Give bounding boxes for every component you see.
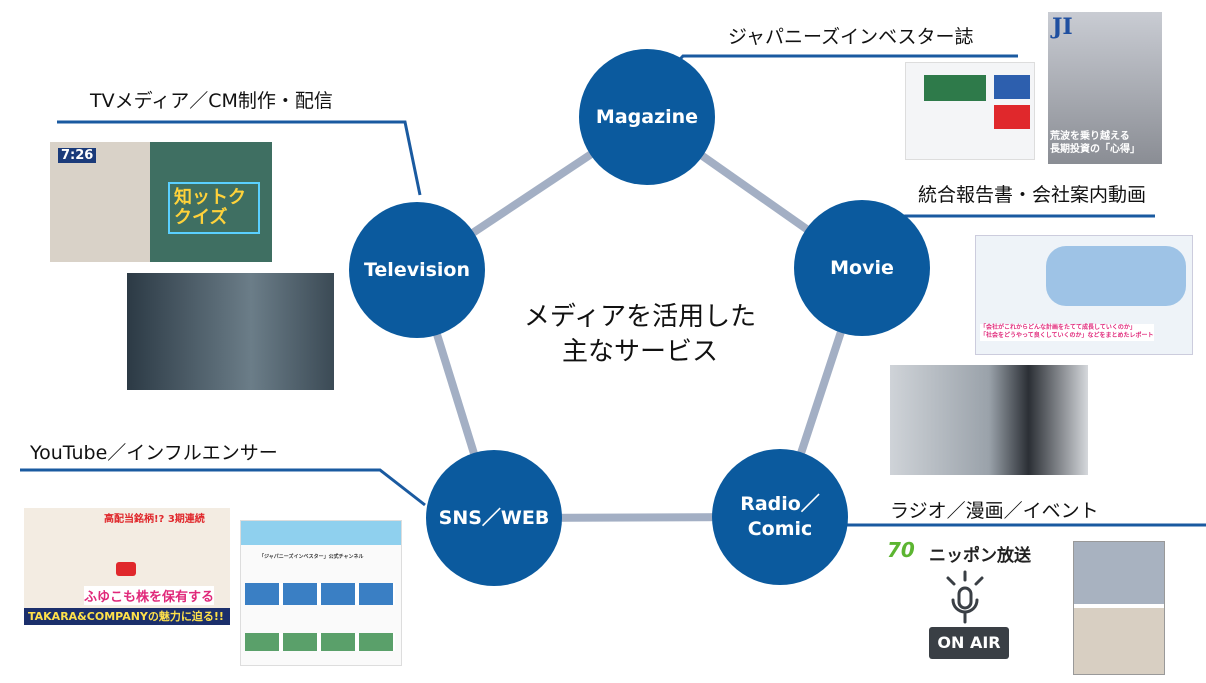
headline-line2: 長期投資の「心得」 [1050, 144, 1140, 155]
manga-image [1073, 541, 1165, 675]
tv-quiz-title: 知ットククイズ [168, 182, 260, 234]
node-comic-label: Comic [747, 518, 813, 540]
youtube-channel-screenshot: 「ジャパニーズインベスター」公式チャンネル [240, 520, 402, 666]
youtube-catch: ふゆこも株を保有する [84, 586, 215, 605]
television-circle [349, 202, 485, 338]
magazine-headline: 荒波を乗り越える長期投資の「心得」 [1050, 130, 1140, 156]
leader-youtube [20, 468, 426, 507]
nippon-broadcasting-logo: 70 ニッポン放送 [887, 538, 1047, 566]
channel-title: 「ジャパニーズインベスター」公式チャンネル [259, 554, 364, 560]
center-title-line1: メディアを活用した [523, 302, 757, 332]
node-television: Television [363, 258, 471, 281]
report-caption-line2: 「社会をどうやって良くしていくのか」などをまとめたレポート [980, 332, 1154, 340]
magazine-logo: JI [1052, 14, 1073, 40]
node-sns-web: SNS／WEB [438, 506, 550, 529]
label-magazine: ジャパニーズインベスター誌 [728, 26, 974, 48]
sns-web-circle [426, 450, 562, 586]
node-radio-comic: Radio／ Comic [712, 449, 848, 585]
tv-quiz-image: 7:26 知ットククイズ [50, 142, 272, 262]
youtube-thumbnail: 高配当銘柄!? 3期連続 ふゆこも株を保有する TAKARA&COMPANYの魅… [24, 508, 230, 625]
radio-station-name: ニッポン放送 [929, 546, 1031, 566]
anniversary-mark: 70 [887, 538, 915, 562]
node-movie: Movie [830, 256, 894, 279]
report-caption-line1: 「会社がこれからどんな計画をたてて成長していくのか」 [980, 324, 1136, 331]
on-air-badge: ON AIR [929, 627, 1009, 659]
company-video-image [890, 365, 1088, 475]
radio-comic-circle [712, 449, 848, 585]
leader-lines [20, 54, 1206, 527]
leader-tv [57, 120, 422, 196]
website-screenshot [905, 62, 1035, 160]
movie-circle [794, 200, 930, 336]
youtube-top-text: 高配当銘柄!? 3期連続 [104, 514, 205, 525]
microphone-icon [946, 570, 984, 624]
node-magazine: Magazine [595, 105, 699, 128]
integrated-report-image: 「会社がこれからどんな計画をたてて成長していくのか」「社会をどうやって良くしてい… [975, 235, 1193, 355]
label-youtube: YouTube／インフルエンサー [30, 442, 278, 464]
node-radio-label: Radio／ [740, 493, 820, 516]
center-title: メディアを活用した 主なサービス [500, 300, 780, 370]
label-movie: 統合報告書・会社案内動画 [918, 184, 1147, 206]
node-circles [349, 49, 930, 586]
label-radio: ラジオ／漫画／イベント [890, 500, 1099, 522]
youtube-banner: TAKARA&COMPANYの魅力に迫る!! [28, 610, 224, 623]
tv-time: 7:26 [58, 148, 97, 163]
center-title-line2: 主なサービス [561, 337, 718, 368]
label-tv: TVメディア／CM制作・配信 [90, 90, 333, 112]
on-air-text: ON AIR [937, 633, 1001, 652]
youtube-play-icon [116, 562, 136, 576]
headline-line1: 荒波を乗り越える [1050, 131, 1130, 142]
magazine-cover: JI 荒波を乗り越える長期投資の「心得」 [1048, 12, 1162, 164]
magazine-circle [579, 49, 715, 185]
report-caption: 「会社がこれからどんな計画をたてて成長していくのか」「社会をどうやって良くしてい… [980, 324, 1154, 341]
tv-cm-image [127, 273, 334, 390]
